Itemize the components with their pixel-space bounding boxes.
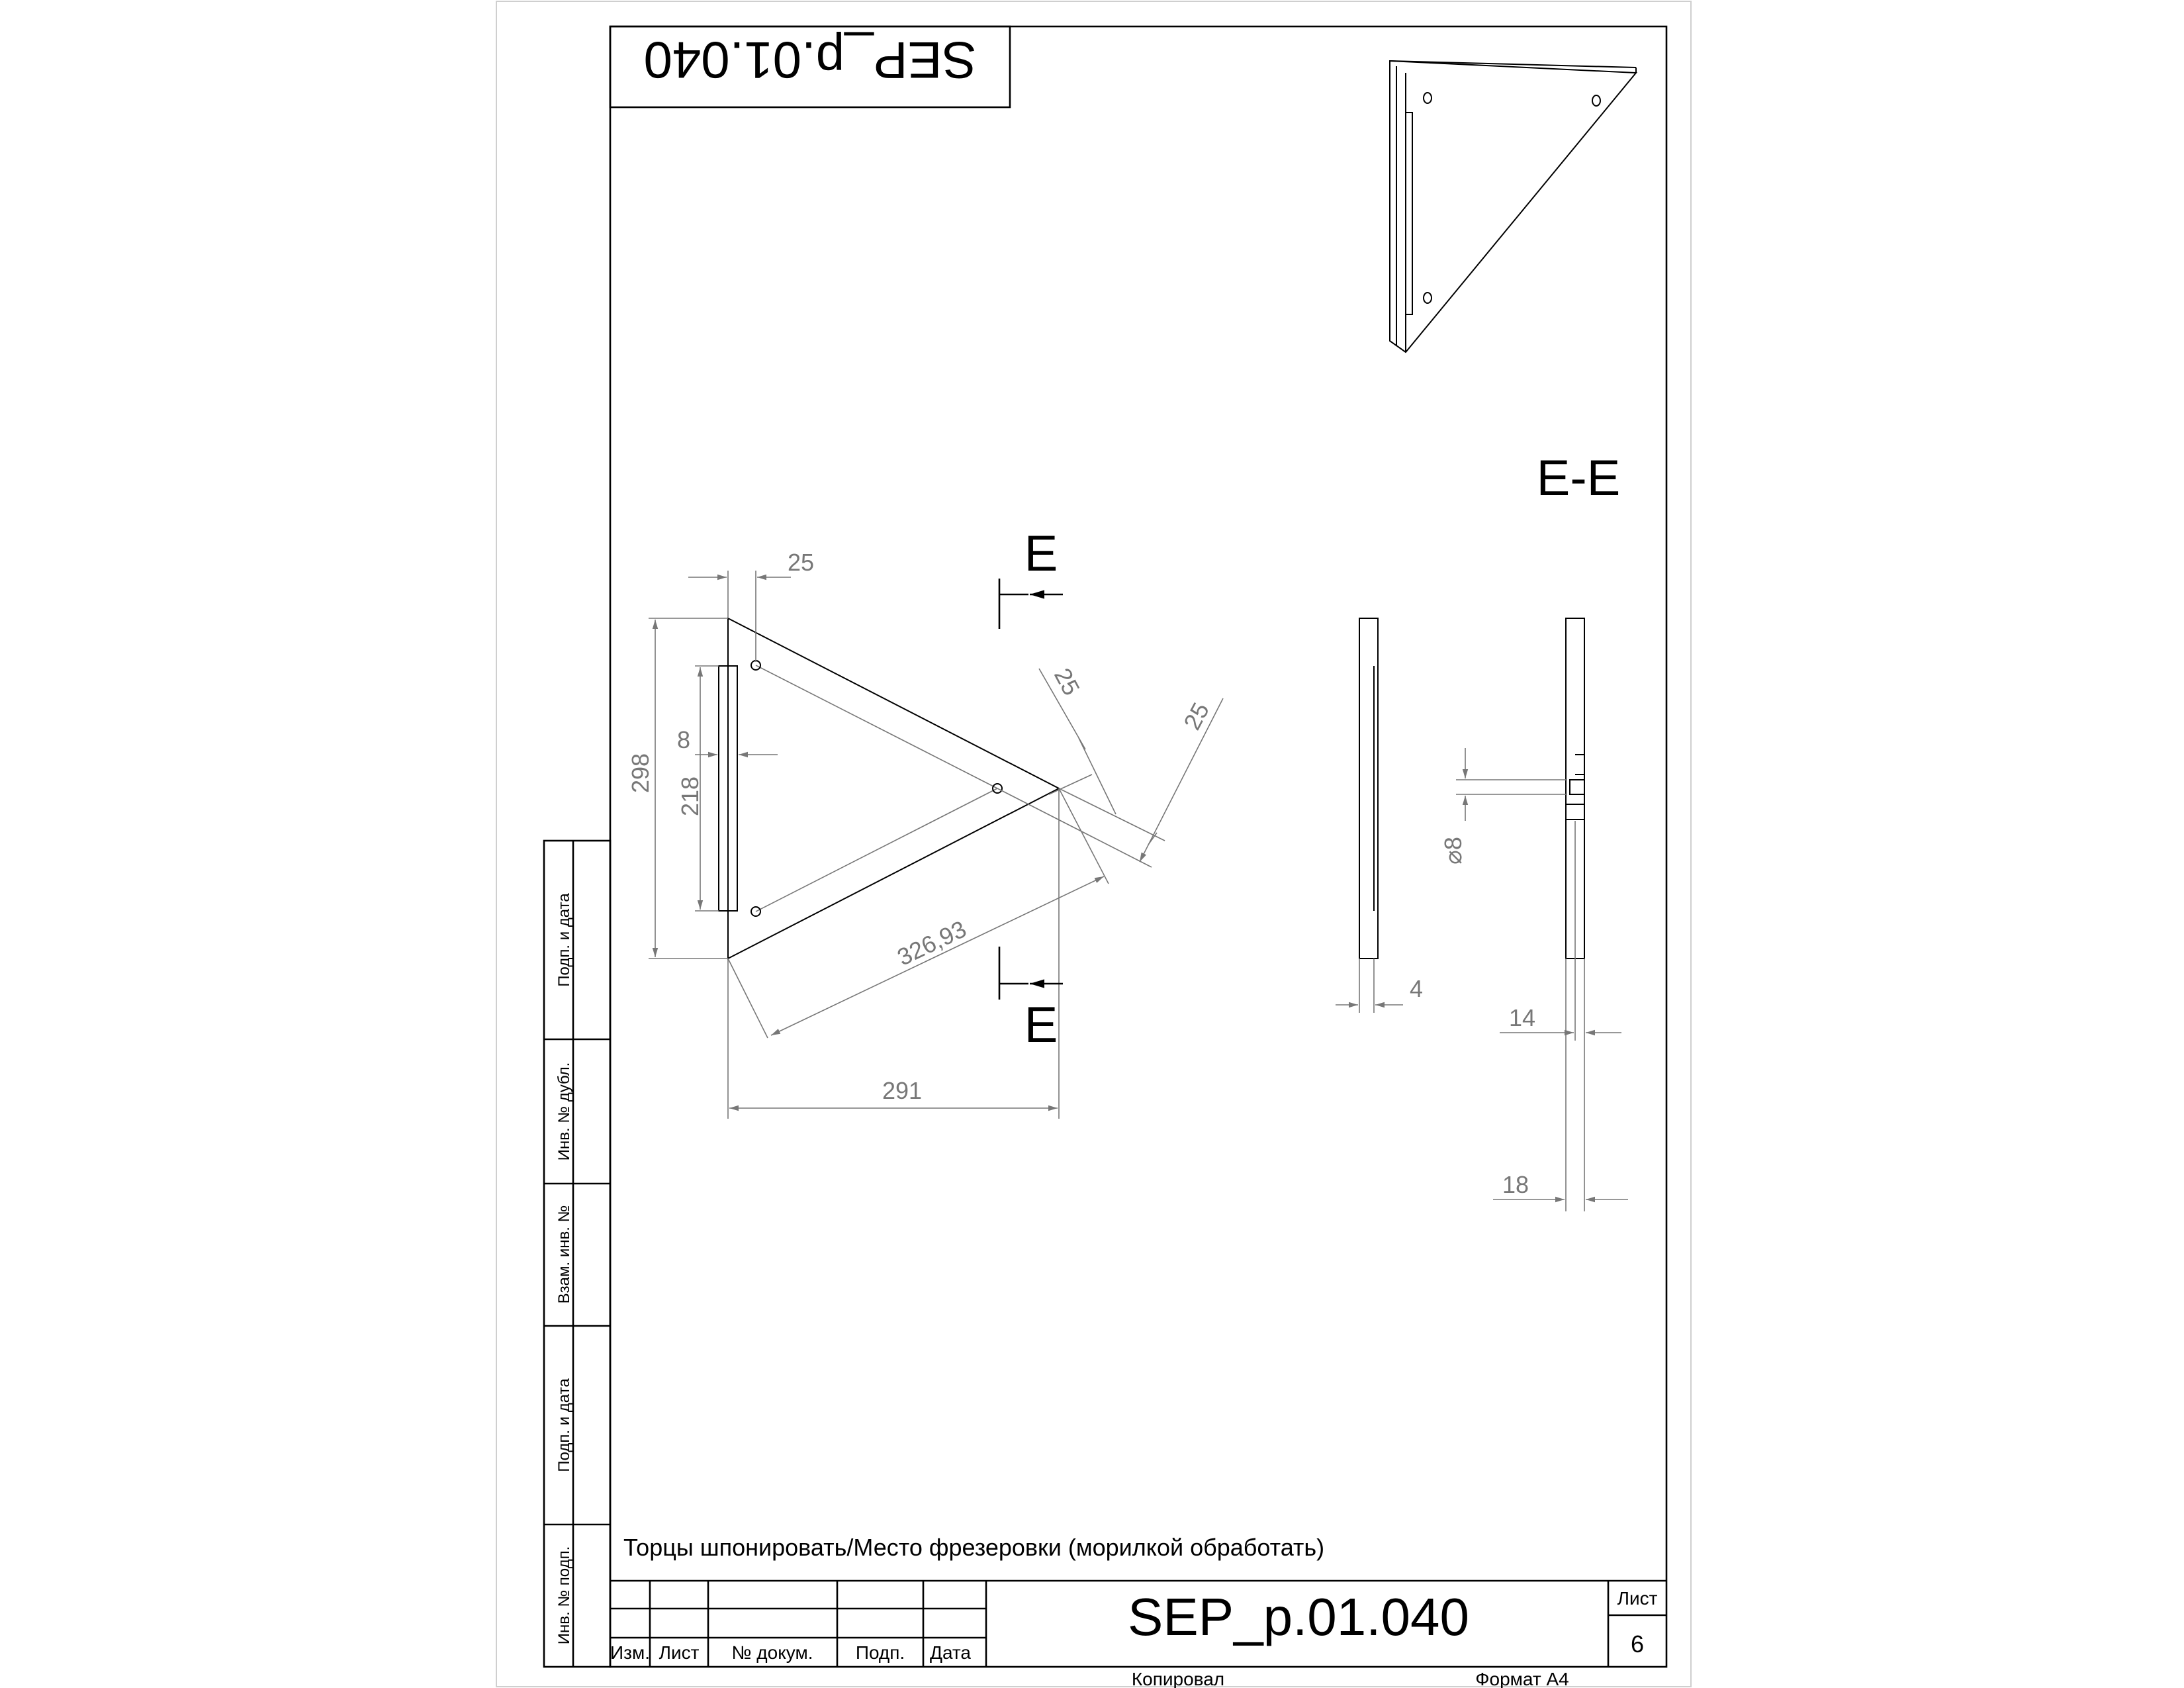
section-view-left: 4 bbox=[1336, 618, 1423, 1013]
hole-bottom bbox=[751, 906, 761, 917]
footer-format: Формат А4 bbox=[1475, 1669, 1569, 1688]
dim-hole-diameter-text: ⌀8 bbox=[1439, 837, 1467, 865]
dim-slot-length: 218 bbox=[676, 665, 719, 912]
dim-base-length-text: 291 bbox=[882, 1077, 922, 1104]
dim-diag-offset-2: 25 bbox=[997, 698, 1224, 868]
side-label-3: Взам. инв. № bbox=[555, 1205, 573, 1304]
dim-diag-offset-2-text: 25 bbox=[1178, 698, 1214, 734]
designation: SEP_p.01.040 bbox=[1128, 1587, 1469, 1646]
col-sign: Подп. bbox=[856, 1642, 905, 1663]
col-list: Лист bbox=[659, 1642, 700, 1663]
sheet-label: Лист bbox=[1617, 1588, 1658, 1609]
cut-letter-bottom: E bbox=[1024, 997, 1058, 1053]
dim-height-total-text: 298 bbox=[627, 753, 654, 793]
hole-apex bbox=[992, 783, 1003, 794]
dim-slot-width-text: 8 bbox=[677, 726, 690, 753]
section-cut-bottom: E bbox=[998, 947, 1063, 1053]
side-label-4: Подп. и дата bbox=[555, 1378, 573, 1472]
dim-hypotenuse-text: 326,93 bbox=[893, 915, 970, 970]
mirrored-code-text: SEP_p.01.040 bbox=[643, 31, 976, 89]
section-cut-top: E bbox=[998, 526, 1063, 629]
dim-base-length: 291 bbox=[727, 788, 1060, 1119]
sheet-number: 6 bbox=[1631, 1630, 1644, 1658]
section-view-right: ⌀8 14 18 bbox=[1439, 618, 1628, 1211]
dim-top-offset: 25 bbox=[688, 549, 814, 662]
side-label-5: Инв. № подп. bbox=[555, 1546, 573, 1645]
front-view bbox=[718, 617, 1061, 960]
slot-outline bbox=[718, 665, 738, 912]
paper-edge bbox=[496, 1, 1692, 1687]
dim-section-18-text: 18 bbox=[1502, 1171, 1529, 1198]
section-label: E-E bbox=[1537, 450, 1621, 506]
side-label-1: Подп. и дата bbox=[555, 893, 573, 987]
dim-slot-length-text: 218 bbox=[676, 776, 704, 816]
col-izm: Изм. bbox=[610, 1642, 650, 1663]
dim-top-offset-text: 25 bbox=[788, 549, 814, 576]
triangle-outline bbox=[727, 617, 1061, 960]
dim-section-14-text: 14 bbox=[1509, 1004, 1535, 1031]
note-text: Торцы шпонировать/Место фрезеровки (мори… bbox=[623, 1534, 1324, 1561]
col-date: Дата bbox=[930, 1642, 971, 1663]
isometric-view bbox=[1389, 60, 1638, 353]
drawing-frame bbox=[609, 25, 1668, 1668]
title-block: Изм. Лист № докум. Подп. Дата SEP_p.01.0… bbox=[610, 1579, 1666, 1667]
side-label-2: Инв. № дубл. bbox=[555, 1062, 573, 1161]
dim-height-total: 298 bbox=[627, 618, 728, 959]
col-doc: № докум. bbox=[731, 1642, 813, 1663]
dim-section-slot-depth-text: 4 bbox=[1410, 975, 1423, 1002]
mirrored-code-box: SEP_p.01.040 bbox=[609, 25, 1011, 109]
cut-letter-top: E bbox=[1024, 526, 1058, 582]
dim-slot-width: 8 bbox=[677, 726, 778, 758]
dim-diag-offset-1: 25 bbox=[1038, 663, 1116, 815]
side-column: Подп. и дата Инв. № дубл. Взам. инв. № П… bbox=[543, 839, 612, 1668]
footer-copied: Копировал bbox=[1132, 1669, 1224, 1688]
